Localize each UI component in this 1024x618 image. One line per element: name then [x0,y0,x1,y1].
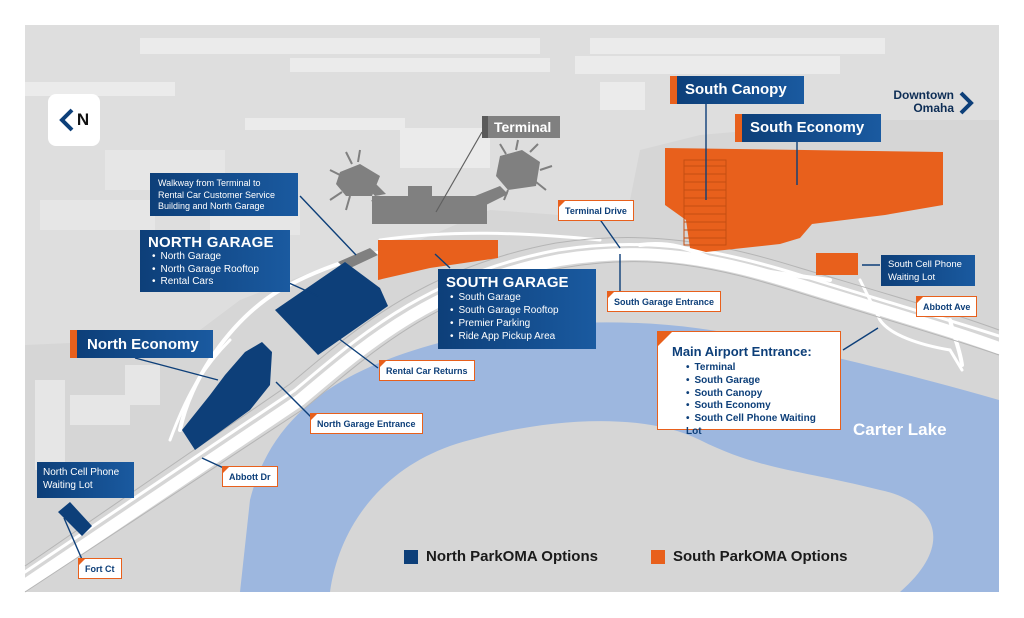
main-entrance-item: South Cell Phone Waiting Lot [672,413,832,439]
south-garage-item: South Garage [446,291,588,304]
fort-ct-callout: Fort Ct [78,558,122,579]
north-garage-item: North Garage Rooftop [148,264,282,277]
south-parking-facilities [378,148,943,280]
south-garage-entrance-callout: South Garage Entrance [607,291,722,312]
legend-north-label: North ParkOMA Options [426,548,598,565]
main-airport-entrance-callout: Main Airport Entrance: Terminal South Ga… [657,331,841,437]
carter-lake-label: Carter Lake [853,420,947,439]
walkway-line3: Building and North Garage [158,201,265,211]
south-garage-item: Ride App Pickup Area [446,330,588,343]
south-garage-building [378,240,498,280]
downtown-omaha-direction: Downtown Omaha [868,89,980,119]
south-garage-item: Premier Parking [446,317,588,330]
south-garage-title: SOUTH GARAGE [446,274,569,291]
walkway-line1: Walkway from Terminal to [158,178,261,188]
terminal-gates [329,139,553,213]
downtown-line1: Downtown [893,88,954,102]
walkway-line2: Rental Car Customer Service [158,189,276,200]
south-garage-label: SOUTH GARAGE South Garage South Garage R… [438,269,596,349]
abbott-ave-callout: Abbott Ave [916,296,978,317]
north-economy-label: North Economy [70,330,213,358]
south-economy-label: South Economy [735,114,881,142]
main-entrance-item: South Economy [672,400,832,413]
north-garage-item: Rental Cars [148,276,282,289]
north-cell-line2: Waiting Lot [43,480,93,491]
road-edges [24,236,1000,593]
legend-south-label: South ParkOMA Options [673,548,848,565]
terminal-label: Terminal [482,116,560,138]
abbott-dr-callout: Abbott Dr [222,466,278,487]
north-parking-facilities [58,262,388,536]
main-entrance-item: South Canopy [672,388,832,401]
leader-lines [63,104,937,565]
south-cell-line1: South Cell Phone [888,259,962,270]
terminal-leader-line [435,131,483,213]
legend-south-swatch [651,549,665,564]
south-canopy-structure [683,159,727,246]
north-economy-lot [182,342,272,450]
roads [19,231,1005,591]
terminal-drive-callout: Terminal Drive [558,200,634,221]
legend-north: North ParkOMA Options [404,548,598,565]
north-cell-lot [58,502,92,536]
runways [25,38,885,168]
north-cell-phone-lot-label: North Cell Phone Waiting Lot [37,462,134,498]
main-entrance-title: Main Airport Entrance: [672,344,812,359]
downtown-line2: Omaha [913,101,954,115]
south-cell-line2: Waiting Lot [888,272,936,283]
chevron-left-icon [59,108,74,132]
south-canopy-label: South Canopy [670,76,804,104]
main-entrance-item: Terminal [672,362,832,375]
south-cell-phone-lot-label: South Cell Phone Waiting Lot [881,255,975,286]
north-orientation-badge: N [48,94,100,146]
south-economy-lot [665,148,943,252]
terminal-building [336,150,540,224]
north-garage-building [275,262,388,355]
legend-south: South ParkOMA Options [651,548,847,565]
north-garage-title: NORTH GARAGE [148,234,274,251]
north-label: N [76,110,90,129]
north-garage-item: North Garage [148,251,282,264]
south-cell-lot [816,253,858,275]
chevron-right-icon [959,91,974,115]
south-garage-item: South Garage Rooftop [446,304,588,317]
north-garage-label: NORTH GARAGE North Garage North Garage R… [140,230,290,292]
north-garage-entrance-callout: North Garage Entrance [310,413,423,434]
walkway-label: Walkway from Terminal to Rental Car Cust… [150,173,298,216]
legend-north-swatch [404,549,418,564]
north-cell-line1: North Cell Phone [43,467,120,478]
main-entrance-item: South Garage [672,375,832,388]
rental-car-returns-callout: Rental Car Returns [379,360,475,381]
